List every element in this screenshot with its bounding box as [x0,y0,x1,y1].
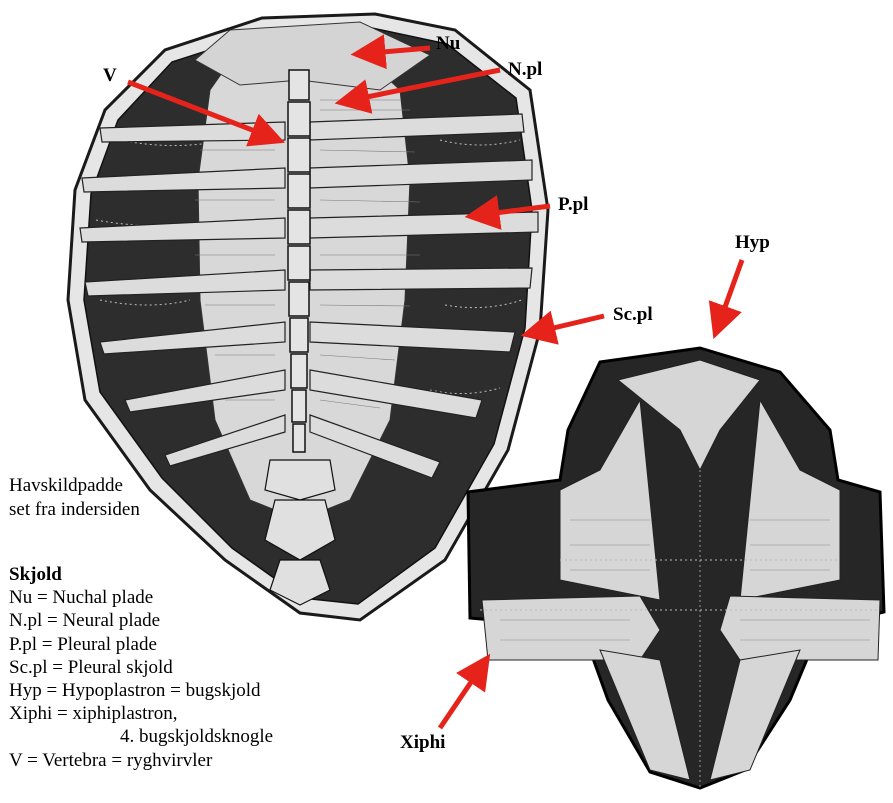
arrow-xiphi [440,660,486,728]
legend-title: Skjold [9,563,273,586]
label-ppl: P.pl [558,194,588,216]
legend-item: P.pl = Pleural plade [9,633,273,656]
label-v: V [103,65,117,87]
label-hyp: Hyp [735,232,770,254]
legend-item: N.pl = Neural plade [9,609,273,632]
legend-item: 4. bugskjoldsknogle [9,725,273,748]
label-scpl: Sc.pl [613,304,653,326]
plastron-drawing [468,348,884,790]
legend-item: Sc.pl = Pleural skjold [9,656,273,679]
vertebral-column [288,70,310,452]
label-npl: N.pl [508,59,542,81]
label-nu: Nu [436,33,460,55]
legend-item: Nu = Nuchal plade [9,586,273,609]
figure-caption: Havskildpadde set fra indersiden [9,474,140,522]
legend-item: Xiphi = xiphiplastron, [9,702,273,725]
label-xiphi: Xiphi [400,732,445,754]
legend-item: Hyp = Hypoplastron = bugskjold [9,679,273,702]
caption-line: set fra indersiden [9,498,140,522]
caption-line: Havskildpadde [9,474,140,498]
legend: Skjold Nu = Nuchal plade N.pl = Neural p… [9,563,273,772]
legend-item: V = Vertebra = ryghvirvler [9,749,273,772]
arrow-hyp [716,260,742,332]
